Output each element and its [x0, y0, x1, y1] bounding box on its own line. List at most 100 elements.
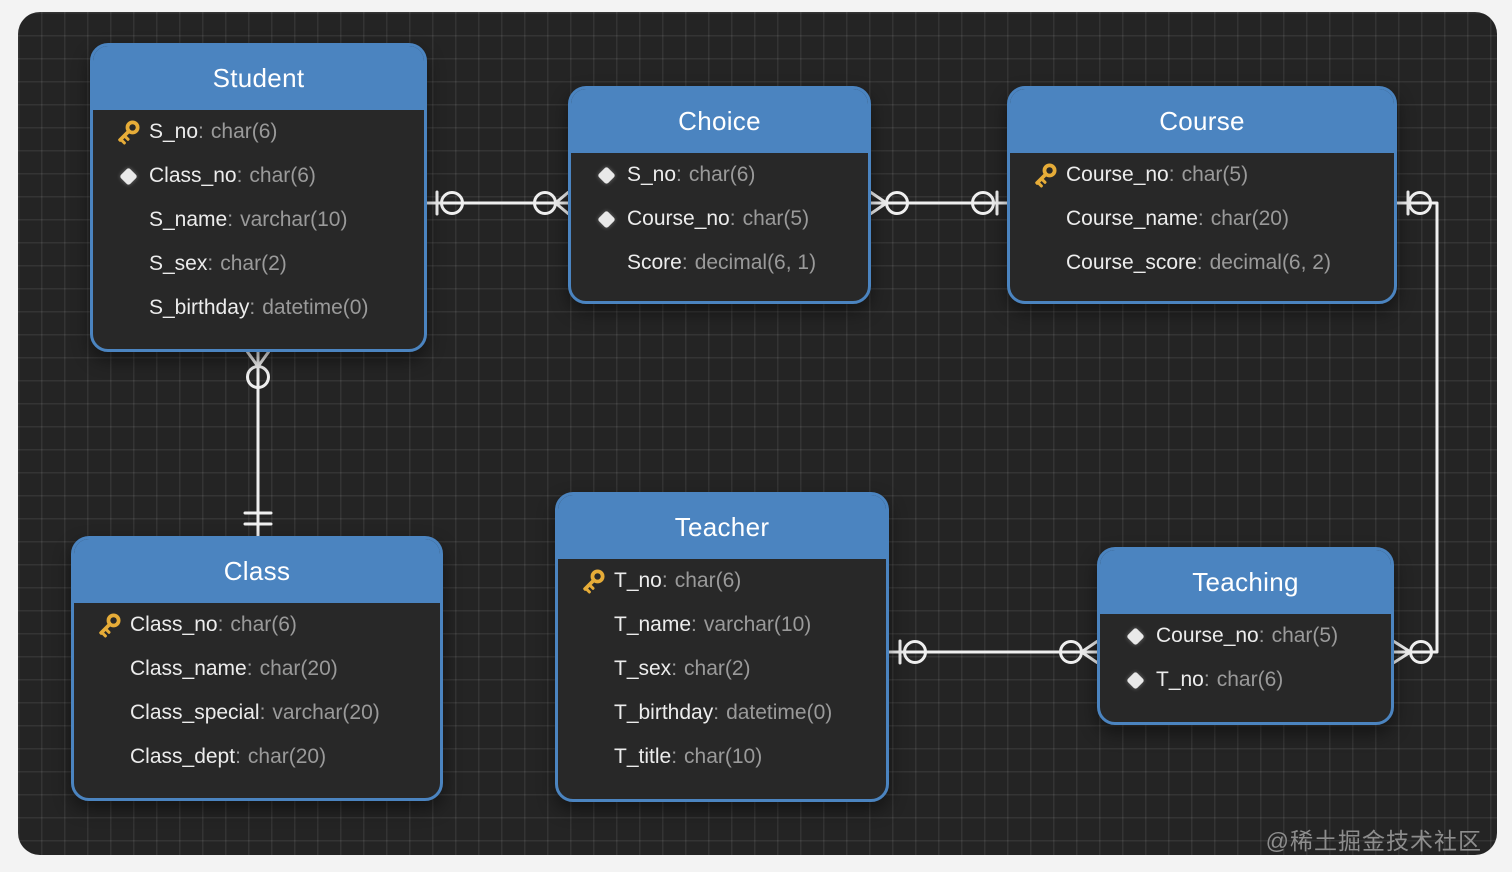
- field-row[interactable]: S_name: varchar(10): [93, 198, 424, 242]
- entity-student[interactable]: Student S_no:char(6) Class_no: char(6) S_…: [90, 43, 427, 352]
- field-row[interactable]: Course_no:char(5): [1100, 614, 1391, 658]
- field-name: Course_score: [1066, 251, 1197, 274]
- entity-body: S_no:char(6) Class_no: char(6) S_name: var…: [93, 110, 424, 349]
- watermark: @稀土掘金技术社区: [1265, 828, 1482, 854]
- field-name: T_birthday: [614, 701, 714, 724]
- field-separator: :: [259, 701, 266, 724]
- field-row[interactable]: Class_no: char(6): [93, 154, 424, 198]
- entity-header[interactable]: Teacher: [558, 495, 886, 559]
- field-type: char(2): [220, 252, 287, 275]
- field-separator: :: [671, 657, 678, 680]
- field-separator: :: [236, 164, 243, 187]
- entity-body: Course_no:char(5) Course_name:char(20) C…: [1010, 153, 1394, 301]
- field-type: char(6): [249, 164, 316, 187]
- field-name: Class_name: [130, 657, 247, 680]
- field-separator: :: [217, 613, 224, 636]
- field-row[interactable]: Score:decimal(6, 1): [571, 241, 868, 285]
- field-name: Course_no: [627, 207, 730, 230]
- field-name: S_name: [149, 208, 228, 231]
- field-name: T_sex: [614, 657, 672, 680]
- key-icon: [572, 566, 614, 596]
- field-row[interactable]: T_name:varchar(10): [558, 603, 886, 647]
- field-row[interactable]: Course_no:char(5): [1010, 153, 1394, 197]
- field-type: char(6): [210, 120, 278, 143]
- field-row[interactable]: S_no: char(6): [571, 153, 868, 197]
- entity-title: Course: [1159, 105, 1245, 136]
- field-type: varchar(20): [272, 701, 380, 724]
- field-name: S_birthday: [149, 296, 250, 319]
- field-name: Class_no: [149, 164, 237, 187]
- field-separator: :: [246, 657, 253, 680]
- field-type: decimal(6, 1): [694, 251, 817, 274]
- field-row[interactable]: Class_dept: char(20): [74, 735, 440, 779]
- entity-header[interactable]: Choice: [571, 89, 868, 153]
- field-name: T_no: [1156, 668, 1204, 691]
- field-type: datetime(0): [726, 701, 833, 724]
- field-type: decimal(6, 2): [1209, 251, 1331, 274]
- field-type: char(20): [247, 745, 327, 768]
- entity-course[interactable]: Course Course_no:char(5) Course_name:cha…: [1007, 86, 1397, 304]
- field-type: char(6): [674, 569, 742, 592]
- field-name: Course_no: [1066, 163, 1169, 186]
- field-row[interactable]: S_birthday: datetime(0): [93, 286, 424, 330]
- field-separator: :: [207, 252, 214, 275]
- field-type: char(2): [684, 657, 751, 680]
- field-name: T_no: [614, 569, 662, 592]
- field-row[interactable]: Class_no: char(6): [74, 603, 440, 647]
- field-row[interactable]: Course_no:char(5): [571, 197, 868, 241]
- field-row[interactable]: T_no:char(6): [558, 559, 886, 603]
- field-separator: :: [227, 208, 234, 231]
- field-name: Class_no: [130, 613, 218, 636]
- field-name: S_no: [627, 163, 677, 186]
- entity-title: Class: [223, 555, 291, 586]
- entity-body: Course_no:char(5) T_no:char(6): [1100, 614, 1391, 722]
- entity-title: Teacher: [674, 511, 770, 542]
- entity-teacher[interactable]: Teacher T_no:char(6) T_name:varchar(10) …: [555, 492, 889, 802]
- entity-choice[interactable]: Choice S_no: char(6) Course_no:char(5) Sc…: [568, 86, 871, 304]
- field-name: Score: [627, 251, 682, 274]
- field-separator: :: [1197, 207, 1204, 230]
- field-type: char(6): [230, 613, 297, 636]
- field-separator: :: [691, 613, 697, 636]
- field-row[interactable]: Course_name:char(20): [1010, 197, 1394, 241]
- field-type: char(6): [688, 163, 756, 186]
- entity-title: Choice: [678, 105, 761, 136]
- field-row[interactable]: T_no: char(6): [1100, 658, 1391, 702]
- entity-header[interactable]: Student: [93, 46, 424, 110]
- entity-class[interactable]: Class Class_no:char(6) Class_name:char(2…: [71, 536, 443, 801]
- field-separator: :: [249, 296, 256, 319]
- field-row[interactable]: T_birthday: datetime(0): [558, 691, 886, 735]
- entity-header[interactable]: Teaching: [1100, 550, 1391, 614]
- field-type: char(10): [684, 745, 763, 768]
- field-separator: :: [1203, 668, 1210, 691]
- field-row[interactable]: Class_special:varchar(20): [74, 691, 440, 735]
- field-type: char(5): [1271, 624, 1339, 647]
- field-row[interactable]: Class_name:char(20): [74, 647, 440, 691]
- field-separator: :: [713, 701, 720, 724]
- field-separator: :: [729, 207, 736, 230]
- field-type: varchar(10): [240, 208, 348, 231]
- field-separator: :: [1258, 624, 1265, 647]
- field-separator: :: [1168, 163, 1175, 186]
- field-row[interactable]: T_sex: char(2): [558, 647, 886, 691]
- entity-header[interactable]: Class: [74, 539, 440, 603]
- field-row[interactable]: T_title: char(10): [558, 735, 886, 779]
- field-type: char(20): [1210, 207, 1289, 230]
- diamond-icon: [107, 166, 149, 186]
- field-type: varchar(10): [703, 613, 812, 636]
- entity-header[interactable]: Course: [1010, 89, 1394, 153]
- field-row[interactable]: S_sex:char(2): [93, 242, 424, 286]
- diamond-icon: [585, 165, 627, 185]
- field-type: datetime(0): [262, 296, 369, 319]
- field-name: T_title: [614, 745, 672, 768]
- field-separator: :: [671, 745, 678, 768]
- field-type: char(6): [1216, 668, 1284, 691]
- entity-teaching[interactable]: Teaching Course_no:char(5) T_no:char(6): [1097, 547, 1394, 725]
- field-name: Class_dept: [130, 745, 236, 768]
- field-row[interactable]: Course_score:decimal(6, 2): [1010, 241, 1394, 285]
- field-separator: :: [235, 745, 241, 768]
- field-separator: :: [676, 163, 682, 186]
- field-row[interactable]: S_no:char(6): [93, 110, 424, 154]
- entity-title: Teaching: [1192, 566, 1299, 597]
